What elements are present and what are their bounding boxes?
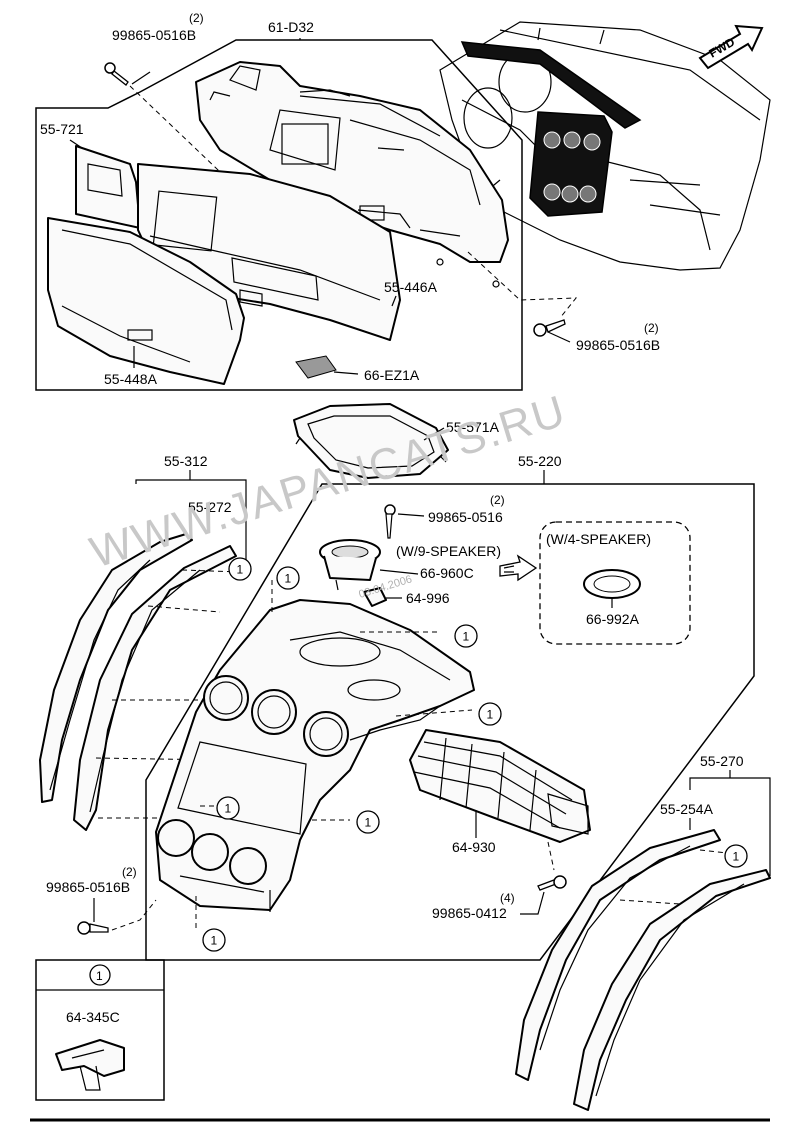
screw-vent-icon: [537, 875, 567, 891]
trim-right-55-254a: [515, 829, 721, 1081]
label-55-254a: 55-254A: [660, 801, 714, 817]
fwd-arrow-icon: FWD: [698, 24, 764, 70]
label-55-270: 55-270: [700, 753, 744, 769]
bracket-55-312: [135, 479, 247, 560]
circle-ref-marker: [228, 557, 252, 581]
circle-ref-number: 1: [225, 802, 232, 816]
dashboard-reference-view: [439, 21, 771, 271]
label-64-930: 64-930: [452, 839, 496, 855]
panel-55-721: [75, 145, 401, 341]
circle-ref-number: 1: [237, 563, 244, 577]
alternate-arrow-icon: [499, 554, 538, 582]
screw-small-icon: [384, 504, 396, 539]
circle-ref-number: 1: [487, 708, 494, 722]
trim-right-55-270: [573, 869, 771, 1111]
circle-ref-group: 1 1 1 1 1 1 1 1: [202, 557, 748, 952]
speaker-clip-64-996: [363, 587, 387, 607]
speaker-66-992a: [583, 569, 641, 599]
circle-ref-marker: [356, 810, 380, 834]
air-vent-64-930: [409, 729, 591, 843]
label-66-960c: 66-960C: [420, 565, 474, 581]
leader-screw-mid: [547, 331, 571, 343]
dash-left-trim: [95, 569, 241, 819]
label-screw-top-qty: (2): [189, 11, 204, 25]
label-55-312: 55-312: [164, 453, 208, 469]
label-61-d32: 61-D32: [268, 19, 314, 35]
label-55-448a: 55-448A: [104, 371, 158, 387]
speaker-66-960c: [319, 539, 381, 591]
leader-66-ez1a: [333, 371, 359, 375]
trim-left-55-272: [73, 545, 237, 831]
leader-66-960c: [379, 569, 419, 575]
label-55-446a: 55-446A: [384, 279, 438, 295]
label-55-721: 55-721: [40, 121, 84, 137]
circle-ref-marker: [216, 796, 240, 820]
top-group-box: [35, 39, 523, 391]
label-nine-speaker: (W/9-SPEAKER): [396, 543, 501, 559]
label-screw-mid: 99865-0516B: [576, 337, 660, 353]
label-screw-mid-qty: (2): [644, 321, 659, 335]
circle-ref-number: 1: [365, 816, 372, 830]
circle-ref-number: 1: [211, 934, 218, 948]
dash-center-panel: [195, 580, 473, 930]
circle-ref-marker: [724, 844, 748, 868]
trim-left-55-312: [39, 533, 193, 803]
circle-ref-number: 1: [463, 630, 470, 644]
label-screw-vent-qty: (4): [500, 891, 515, 905]
label-screw-small-qty: (2): [490, 493, 505, 507]
dash-screw-mid: [467, 251, 578, 319]
screw-top-icon: [104, 62, 151, 86]
leader-55-571a: [423, 427, 445, 441]
label-55-220: 55-220: [518, 453, 562, 469]
circle-ref-marker: [454, 624, 478, 648]
label-64-345c: 64-345C: [66, 1009, 120, 1025]
circle-ref-number: 1: [285, 572, 292, 586]
label-screw-left: 99865-0516B: [46, 879, 130, 895]
circle-ref-marker: [276, 566, 300, 590]
label-four-speaker: (W/4-SPEAKER): [546, 531, 651, 547]
screw-left-icon: [77, 921, 109, 935]
center-panel-55-220: [155, 599, 475, 912]
leader-screw-vent: [520, 891, 545, 915]
dash-screw-vent: [547, 841, 555, 871]
label-55-571a: 55-571A: [446, 419, 500, 435]
circle-ref-marker: [478, 702, 502, 726]
instrument-frame-61-d32: [195, 61, 509, 288]
label-screw-vent: 99865-0412: [432, 905, 507, 921]
pad-66-ez1a: [295, 355, 337, 379]
legend-box: 1 64-345C: [35, 959, 165, 1101]
circle-ref-number: 1: [733, 850, 740, 864]
legend-number: 1: [96, 969, 103, 983]
clip-64-345c-icon: [55, 1039, 125, 1091]
label-screw-top: 99865-0516B: [112, 27, 196, 43]
leader-55-446a: [391, 295, 397, 307]
circle-ref-marker: [202, 928, 226, 952]
label-66-992a: 66-992A: [586, 611, 640, 627]
panel-55-448a: [47, 217, 245, 385]
bezel-55-571a: [293, 403, 449, 479]
screw-mid-icon: [533, 319, 566, 337]
dash-screw-left: [111, 899, 157, 931]
label-55-272: 55-272: [188, 499, 232, 515]
label-64-996: 64-996: [406, 590, 450, 606]
four-speaker-box: [539, 521, 691, 645]
label-screw-left-qty: (2): [122, 865, 137, 879]
label-66-ez1a: 66-EZ1A: [364, 367, 420, 383]
leader-screw-small: [397, 513, 425, 517]
label-screw-small: 99865-0516: [428, 509, 503, 525]
